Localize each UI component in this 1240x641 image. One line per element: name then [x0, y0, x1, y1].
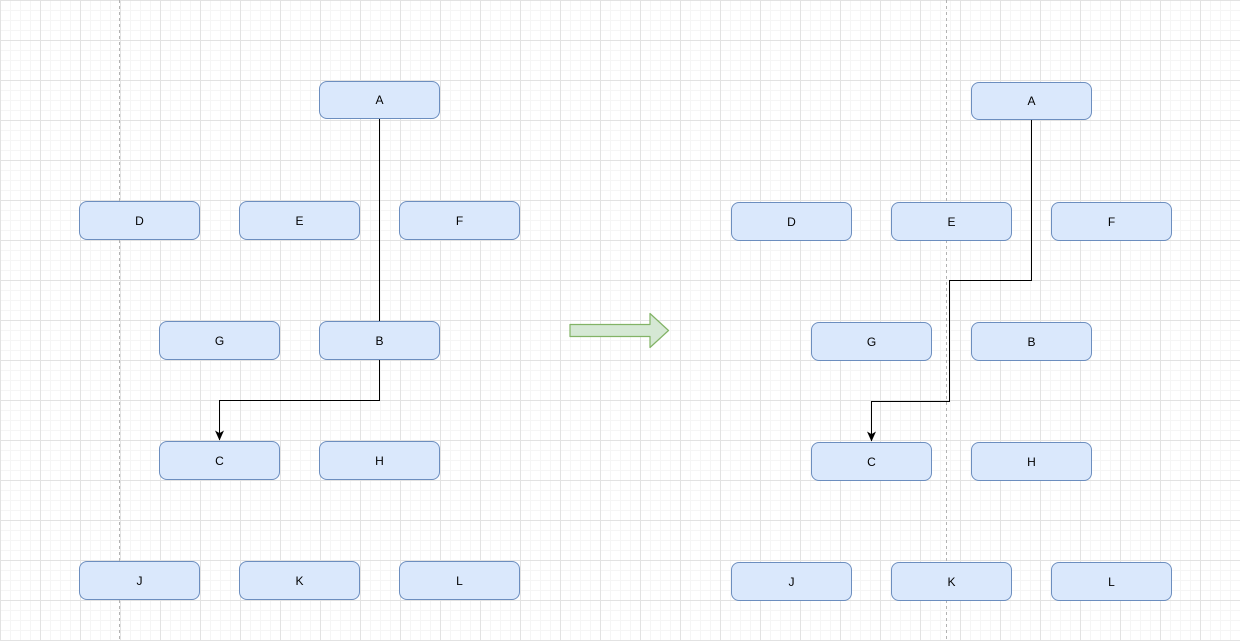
node-after-h[interactable]: H [971, 442, 1092, 481]
node-after-j[interactable]: J [731, 562, 852, 601]
node-label: L [1108, 574, 1115, 589]
node-label: G [214, 333, 225, 348]
node-label: F [455, 213, 464, 228]
node-before-e[interactable]: E [239, 201, 360, 240]
node-before-b[interactable]: B [319, 321, 440, 360]
node-before-a[interactable]: A [319, 81, 440, 119]
node-label: A [375, 93, 384, 107]
node-label: A [1027, 94, 1036, 108]
node-before-h[interactable]: H [319, 441, 440, 480]
node-after-c[interactable]: C [811, 442, 932, 481]
node-before-l[interactable]: L [399, 561, 520, 600]
node-before-f[interactable]: F [399, 201, 520, 240]
transform-arrow[interactable] [569, 312, 670, 349]
node-label: B [1027, 334, 1036, 349]
after-edge-a-to-c[interactable] [867, 120, 1032, 442]
node-label: H [375, 453, 384, 468]
node-label: K [947, 574, 956, 589]
node-label: E [947, 214, 956, 229]
node-label: D [787, 214, 796, 229]
node-label: K [295, 573, 304, 588]
node-before-g[interactable]: G [159, 321, 280, 360]
node-before-d[interactable]: D [79, 201, 200, 240]
node-label: F [1107, 214, 1116, 229]
node-before-c[interactable]: C [159, 441, 280, 480]
node-label: J [788, 574, 795, 589]
node-label: C [215, 453, 224, 468]
node-after-k[interactable]: K [891, 562, 1012, 601]
node-after-a[interactable]: A [971, 82, 1092, 120]
node-label: H [1027, 454, 1036, 469]
node-label: B [375, 333, 384, 348]
node-after-b[interactable]: B [971, 322, 1092, 361]
node-after-e[interactable]: E [891, 202, 1012, 241]
node-after-f[interactable]: F [1051, 202, 1172, 241]
node-label: G [866, 334, 877, 349]
node-before-j[interactable]: J [79, 561, 200, 600]
node-label: C [867, 454, 876, 469]
node-before-k[interactable]: K [239, 561, 360, 600]
node-after-g[interactable]: G [811, 322, 932, 361]
node-after-d[interactable]: D [731, 202, 852, 241]
node-label: J [136, 573, 143, 588]
node-label: D [135, 213, 144, 228]
node-after-l[interactable]: L [1051, 562, 1172, 601]
node-label: E [295, 213, 304, 228]
node-label: L [456, 573, 463, 588]
before-edge-b-to-c[interactable] [215, 360, 380, 441]
